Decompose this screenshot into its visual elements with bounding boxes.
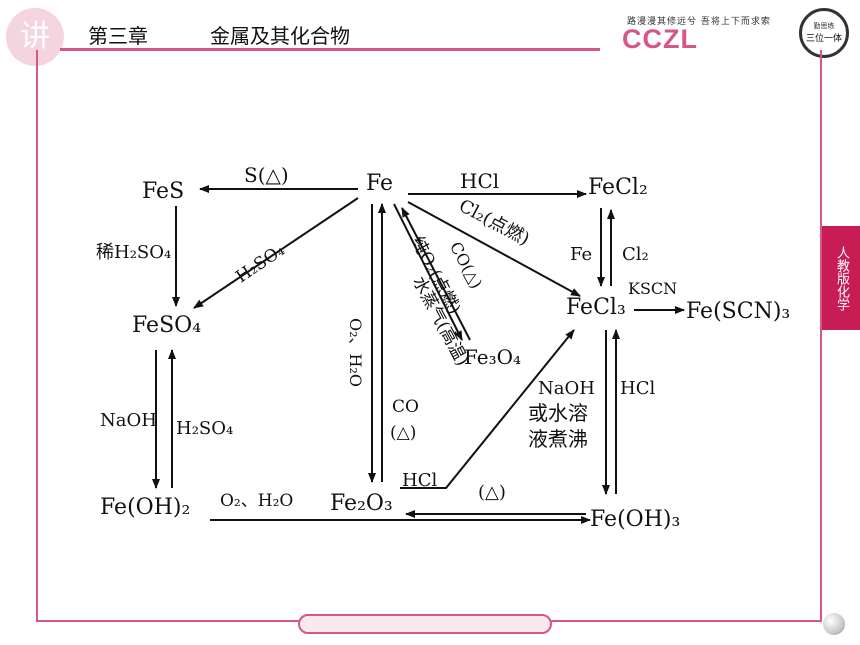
chapter-title: 金属及其化合物 bbox=[210, 24, 350, 48]
node-feoh3: Fe(OH)₃ bbox=[590, 507, 680, 532]
brand-logo: CCZL bbox=[622, 24, 698, 54]
node-fe: Fe bbox=[366, 171, 393, 196]
label-cl2-ignite: Cl₂(点燃) bbox=[455, 195, 533, 250]
label-h2so4-diag: H₂SO₄ bbox=[232, 240, 288, 287]
node-fe3o4: Fe₃O₄ bbox=[464, 345, 521, 369]
arrow-fe3o4-fe bbox=[401, 207, 471, 341]
header-bar bbox=[0, 0, 860, 52]
label-hcl-right: HCl bbox=[620, 378, 655, 399]
arrow-fe-fecl3 bbox=[407, 201, 581, 297]
label-fe-reduce: Fe bbox=[570, 244, 592, 265]
iron-compounds-diagram: FeS Fe FeCl₂ FeSO₄ FeCl₃ Fe(SCN)₃ Fe₃O₄ … bbox=[96, 158, 804, 534]
label-hcl-bottom: HCl bbox=[402, 470, 437, 491]
bottom-nav-bar[interactable] bbox=[298, 614, 552, 634]
label-liquid-boil: 液煮沸 bbox=[528, 427, 588, 451]
label-kscn: KSCN bbox=[628, 279, 677, 298]
reaction-arrows bbox=[152, 185, 685, 524]
label-h2so4-left: H₂SO₄ bbox=[176, 418, 233, 439]
label-cl2-oxid: Cl₂ bbox=[622, 244, 649, 265]
arrow-fe-fe3o4 bbox=[393, 203, 463, 341]
label-naoh-right: NaOH bbox=[538, 378, 595, 399]
label-heat-2: (△) bbox=[390, 423, 416, 443]
brand-slogan: 路漫漫其修远兮 吾将上下而求索 bbox=[627, 17, 771, 27]
chapter-number: 第三章 bbox=[88, 24, 148, 48]
label-o2-h2o-bottom: O₂、H₂O bbox=[220, 491, 293, 511]
label-s-heat: S(△) bbox=[244, 163, 289, 187]
node-fes: FeS bbox=[142, 179, 184, 204]
header-divider bbox=[60, 48, 600, 51]
arrow-fe-feso4 bbox=[193, 197, 359, 309]
textbook-tab[interactable]: 人教版化学 bbox=[822, 226, 860, 330]
label-naoh-left: NaOH bbox=[100, 410, 157, 431]
label-co-2: CO bbox=[392, 397, 419, 417]
lecture-logo-icon: 讲 bbox=[6, 8, 64, 66]
label-heat-bottom: (△) bbox=[478, 482, 506, 503]
node-fescn3: Fe(SCN)₃ bbox=[686, 299, 790, 324]
badge-main-text: 三位一体 bbox=[805, 34, 842, 44]
node-fecl3: FeCl₃ bbox=[566, 295, 626, 320]
node-fe2o3: Fe₂O₃ bbox=[330, 491, 393, 516]
diagram-svg: FeS Fe FeCl₂ FeSO₄ FeCl₃ Fe(SCN)₃ Fe₃O₄ … bbox=[96, 163, 790, 532]
label-o2-h2o-vert: O₂、H₂O bbox=[346, 318, 365, 387]
label-or-water: 或水溶 bbox=[528, 401, 588, 425]
label-hcl-top: HCl bbox=[460, 169, 499, 193]
arrow-fe2o3-fecl3 bbox=[400, 329, 575, 489]
node-feoh2: Fe(OH)₂ bbox=[100, 495, 190, 520]
nav-ball-icon[interactable] bbox=[823, 613, 845, 635]
badge-top-text: 勤思练 bbox=[813, 22, 835, 30]
brand-badge-icon: 勤思练 三位一体 bbox=[799, 8, 849, 58]
node-feso4: FeSO₄ bbox=[132, 313, 201, 338]
label-dilute-h2so4: 稀H₂SO₄ bbox=[96, 242, 171, 263]
node-fecl2: FeCl₂ bbox=[588, 175, 648, 200]
